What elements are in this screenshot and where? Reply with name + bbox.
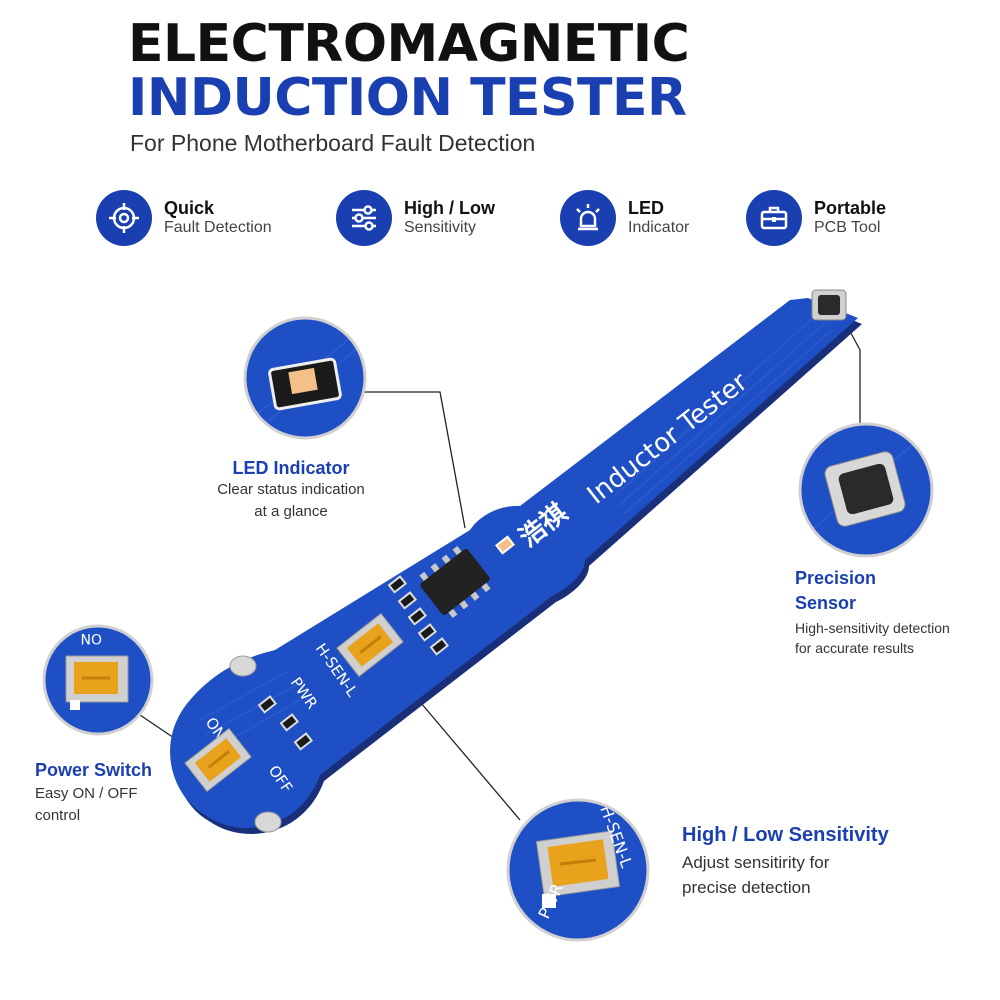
ic-chip — [419, 545, 491, 619]
callout-sensitivity-desc-1: Adjust sensitirity for — [682, 853, 830, 872]
leader-lines — [139, 321, 861, 821]
target-icon — [96, 190, 152, 246]
feature-title: High / Low — [404, 198, 495, 219]
feature-portable: Portable PCB Tool — [746, 188, 886, 248]
callout-sensor: Precision Sensor High-sensitivity detect… — [795, 568, 950, 659]
feature-title: LED — [628, 198, 664, 219]
callout-sensitivity-desc-2: precise detection — [682, 877, 811, 897]
callout-power-desc-2: control — [35, 806, 81, 824]
zoom-power-switch: ON — [44, 626, 152, 734]
feature-sensitivity: High / Low Sensitivity — [336, 188, 495, 248]
pcb-board — [170, 289, 862, 834]
zoom-label-on: ON — [81, 630, 103, 646]
alarm-light-icon — [560, 190, 616, 246]
callout-led-desc-1: Clear status indication — [217, 481, 365, 498]
callout-led-title: LED Indicator — [232, 458, 350, 478]
feature-led: LED Indicator — [560, 188, 689, 248]
pcb-sensitivity-switch — [336, 612, 404, 678]
callout-power-title: Power Switch — [35, 760, 153, 780]
title-line-2: INDUCTION TESTER — [128, 68, 687, 128]
feature-title: Portable — [814, 198, 887, 219]
zoom-sensitivity-switch: H-SEN-L PWR — [508, 800, 648, 940]
pcb-led — [495, 535, 515, 555]
callout-power: Power Switch Easy ON / OFF control — [35, 760, 152, 827]
callout-power-desc-1: Easy ON / OFF — [35, 785, 138, 802]
feature-quick: Quick Fault Detection — [96, 188, 272, 248]
feature-desc: Fault Detection — [164, 219, 272, 237]
feature-title: Quick — [164, 198, 215, 219]
zoom-sensor — [800, 424, 932, 556]
pcb-power-switch — [184, 727, 252, 793]
callout-sensitivity-title: High / Low Sensitivity — [682, 824, 889, 846]
feature-desc: PCB Tool — [814, 219, 881, 237]
callout-sensitivity: High / Low Sensitivity Adjust sensitirit… — [682, 824, 889, 900]
feature-desc: Indicator — [628, 219, 690, 237]
callout-sensor-title-2: Sensor — [795, 593, 857, 613]
title-line-1: ELECTROMAGNETIC — [128, 14, 690, 74]
callout-led: LED Indicator Clear status indication at… — [191, 458, 391, 523]
smd-components — [257, 575, 449, 751]
sliders-icon — [336, 190, 392, 246]
callout-sensor-desc-2: for accurate results — [795, 640, 915, 657]
zoom-led — [245, 318, 365, 438]
toolbox-icon — [746, 190, 802, 246]
callout-sensor-desc-1: High-sensitivity detection — [795, 620, 950, 636]
subtitle: For Phone Motherboard Fault Detection — [130, 130, 536, 156]
feature-desc: Sensitivity — [404, 219, 477, 237]
callout-sensor-title-1: Precision — [795, 568, 877, 588]
callout-led-desc-2: at a glance — [254, 502, 328, 520]
